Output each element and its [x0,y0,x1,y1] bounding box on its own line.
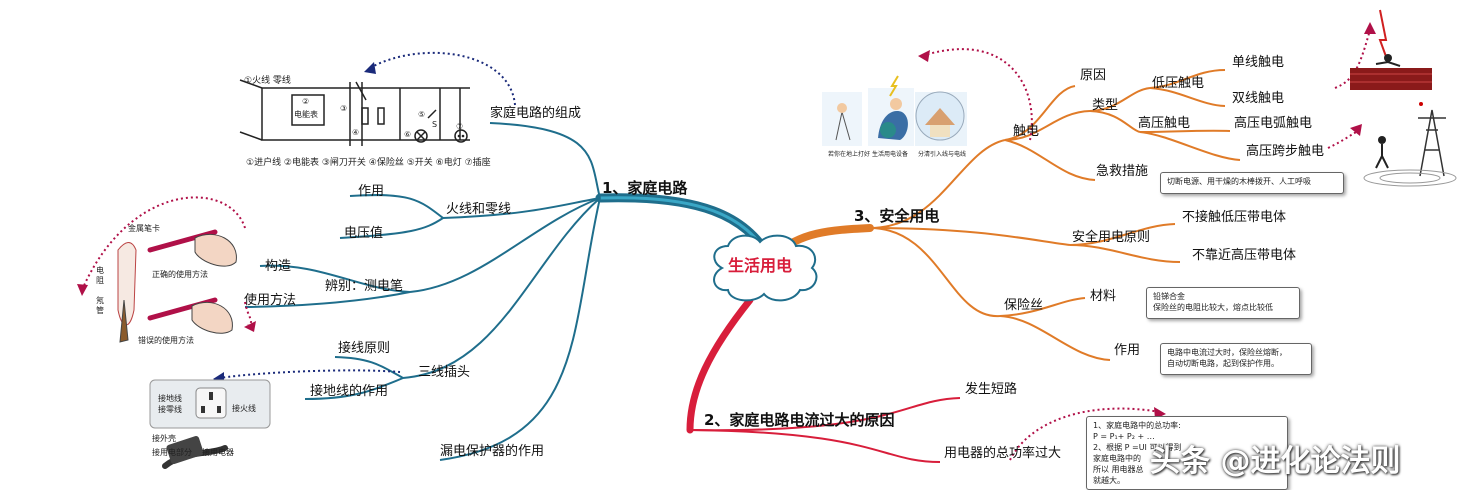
plug-case-label: 接外壳 [152,434,176,443]
node-electric-shock[interactable]: 触电 [1013,124,1040,139]
circuit-num-3: ③ [340,104,348,113]
circuit-num-6: ⑥ [404,130,412,139]
node-fuse[interactable]: 保险丝 [1004,298,1044,313]
node-first-aid[interactable]: 急救措施 [1096,164,1149,179]
node-usage[interactable]: 使用方法 [244,293,297,308]
node-arc-shock[interactable]: 高压电弧触电 [1234,116,1313,131]
branch-overcurrent-causes[interactable]: 2、家庭电路电流过大的原因 [704,411,895,429]
watermark: 头条 @进化论法则 [1150,444,1401,479]
circuit-meter-label: 电能表 [294,110,318,119]
household-circuit-diagram [239,79,470,146]
power-note-box: 1、家庭电路中的总功率: P = P₁+ P₂ + … 2、根据 P =UI 可… [1086,416,1288,490]
circuit-num-4: ④ [352,128,360,137]
branch-electrical-safety[interactable]: 3、安全用电 [854,207,940,225]
node-live-neutral[interactable]: 火线和零线 [446,202,512,217]
center-topic[interactable]: 生活用电 [728,256,793,275]
node-leakage-protector[interactable]: 漏电保护器的作用 [440,444,545,459]
node-high-voltage-shock[interactable]: 高压触电 [1138,116,1191,131]
node-low-voltage-shock[interactable]: 低压触电 [1152,76,1205,91]
node-power-overload[interactable]: 用电器的总功率过大 [944,446,1062,461]
plug-neutral-label: 接零线 [158,405,182,414]
node-three-pin[interactable]: 三线插头 [418,365,471,380]
test-pen-picture [117,229,237,343]
pen-cap-label: 金属笔卡 [128,224,160,233]
node-structure[interactable]: 构造 [265,259,292,274]
plug-appliance-label: 接用电器 [202,448,234,457]
node-safety-principle[interactable]: 安全用电原则 [1072,230,1151,245]
circuit-diagram-top-label: ①火线 零线 [244,76,291,86]
node-voltage[interactable]: 电压值 [344,226,384,241]
trunk-b2 [686,296,754,434]
node-fuse-material[interactable]: 材料 [1090,289,1117,304]
circuit-num-7: ⑦ [456,122,464,131]
pen-neon-label: 氖管 [96,296,104,315]
circuit-num-2: ② [302,97,310,106]
pen-wrong-label: 错误的使用方法 [138,336,194,345]
pen-resistor-label: 电阻 [96,266,104,285]
circuit-num-5: ⑤ [418,110,426,119]
node-cause[interactable]: 原因 [1080,68,1107,83]
shock-pic-caption-1: 若你在地上打好 [828,151,871,158]
node-step-shock[interactable]: 高压跨步触电 [1246,144,1325,159]
node-function-1[interactable]: 作用 [358,184,385,199]
pen-right-label: 正确的使用方法 [152,270,208,279]
node-fuse-function[interactable]: 作用 [1114,343,1141,358]
first-aid-note-box: 切断电源、用干燥的木棒拨开、人工呼吸 [1160,172,1344,194]
node-wiring-principle[interactable]: 接线原则 [338,341,391,356]
circuit-switch-s: S [432,120,438,129]
node-double-wire-shock[interactable]: 双线触电 [1232,91,1285,106]
plug-ground-label: 接地线 [158,394,182,403]
shock-illustration-pictures [822,75,967,146]
node-circuit-composition[interactable]: 家庭电路的组成 [490,106,582,121]
plug-live-label: 接火线 [232,404,256,413]
node-no-touch-low-voltage[interactable]: 不接触低压带电体 [1182,210,1287,225]
fuse-material-note-box: 铅锑合金 保险丝的电阻比较大，熔点比较低 [1146,287,1300,319]
node-single-wire-shock[interactable]: 单线触电 [1232,55,1285,70]
branch-household-circuit[interactable]: 1、家庭电路 [602,179,688,197]
node-type[interactable]: 类型 [1092,98,1119,113]
node-short-circuit[interactable]: 发生短路 [965,382,1018,397]
fuse-function-note-box: 电路中电流过大时，保险丝熔断， 自动切断电路，起到保护作用。 [1160,343,1312,375]
shock-pic-caption-2: 生活用电设备 [872,151,909,158]
high-voltage-pictures [1350,9,1457,187]
node-no-near-high-voltage[interactable]: 不靠近高压带电体 [1192,248,1297,263]
center-cloud [713,234,818,302]
shock-pic-caption-3: 分清引入线与电线 [918,151,967,158]
node-test-pen[interactable]: 辨别：测电笔 [325,279,404,294]
plug-part-label: 接用电部分 [152,448,192,457]
node-ground-function[interactable]: 接地线的作用 [310,384,389,399]
circuit-diagram-caption: ①进户线 ②电能表 ③闸刀开关 ④保险丝 ⑤开关 ⑥电灯 ⑦插座 [246,158,491,168]
three-pin-plug-picture [149,379,271,469]
